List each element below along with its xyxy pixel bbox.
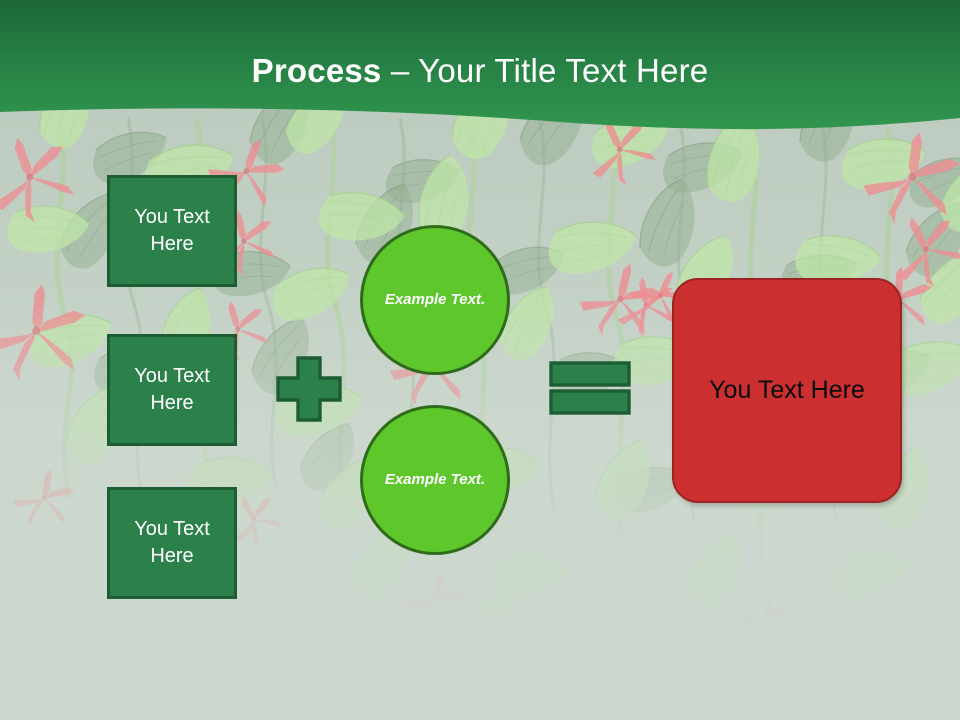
equals-sign-icon <box>549 361 631 415</box>
input-box-2[interactable]: You Text Here <box>107 334 237 446</box>
plus-sign-icon <box>276 356 342 422</box>
input-box-1-label: You Text Here <box>134 206 210 255</box>
page-title-rest: – Your Title Text Here <box>381 52 709 89</box>
input-box-2-label: You Text Here <box>134 365 210 414</box>
input-box-3[interactable]: You Text Here <box>107 487 237 599</box>
example-circle-2[interactable]: Example Text. <box>360 405 510 555</box>
example-circle-2-label: Example Text. <box>384 470 486 488</box>
page-title: Process – Your Title Text Here <box>0 52 960 90</box>
example-circle-1-label: Example Text. <box>384 290 486 308</box>
result-box[interactable]: You Text Here <box>672 278 902 503</box>
page-title-strong: Process <box>251 52 382 89</box>
input-box-1[interactable]: You Text Here <box>107 175 237 287</box>
input-box-3-label: You Text Here <box>134 518 210 567</box>
example-circle-1[interactable]: Example Text. <box>360 225 510 375</box>
result-box-label: You Text Here <box>709 376 865 404</box>
header-banner <box>0 0 960 130</box>
